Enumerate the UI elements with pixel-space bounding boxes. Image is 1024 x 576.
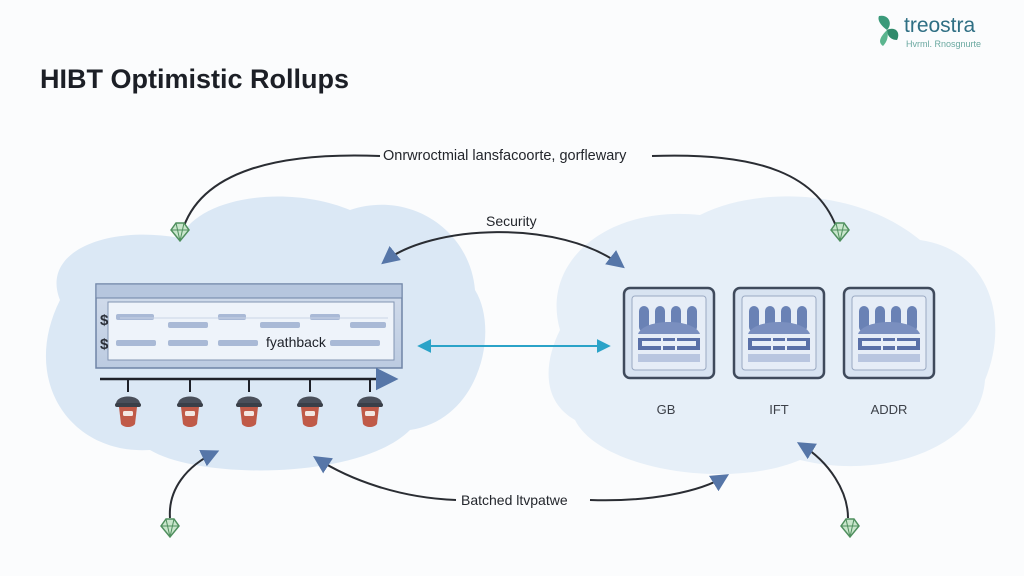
gem-icon xyxy=(830,222,850,243)
batched-label: Batched ltvpatwe xyxy=(458,492,571,508)
worker-icon xyxy=(297,396,323,427)
dollar-symbol: $ xyxy=(100,336,109,353)
worker-icon xyxy=(357,396,383,427)
node-label-gb: GB xyxy=(656,402,676,417)
workers xyxy=(115,396,383,427)
validator-node-icon xyxy=(842,286,936,380)
top-arc-left xyxy=(181,154,381,233)
security-arrow xyxy=(381,231,625,269)
node-label-ift: IFT xyxy=(769,402,789,417)
top-arc-label: Onrwroctmial lansfacoorte, gorflewary xyxy=(380,148,630,164)
brand-tagline: Hvrml. Rnosgnurte xyxy=(906,39,982,49)
batched-arrow-left xyxy=(312,456,457,501)
dollar-symbol: $ xyxy=(100,312,109,329)
page-title: HIBT Optimistic Rollups xyxy=(40,64,350,94)
brand-name: treostra xyxy=(904,14,976,37)
security-label: Security xyxy=(486,213,537,229)
validator-nodes xyxy=(622,286,936,380)
gem-icon xyxy=(160,518,180,539)
input-arrow-right xyxy=(796,442,849,519)
worker-icon xyxy=(236,396,262,427)
batched-arrow-right xyxy=(589,474,730,502)
validator-node-icon xyxy=(732,286,826,380)
validator-node-icon xyxy=(622,286,716,380)
rollup-ledger xyxy=(95,283,403,369)
brand: treostra Hvrml. Rnosgnurte xyxy=(872,10,1002,54)
gem-icon xyxy=(840,518,860,539)
ledger-text: fyathback xyxy=(266,334,326,350)
brand-leaf-logo xyxy=(878,15,899,46)
gem-icon xyxy=(170,222,190,243)
input-arrow-left xyxy=(168,449,220,519)
worker-icon xyxy=(115,396,141,427)
ledger-ticks xyxy=(127,379,371,392)
worker-icon xyxy=(177,396,203,427)
node-label-addr: ADDR xyxy=(870,402,908,417)
top-arc-right xyxy=(651,154,839,233)
